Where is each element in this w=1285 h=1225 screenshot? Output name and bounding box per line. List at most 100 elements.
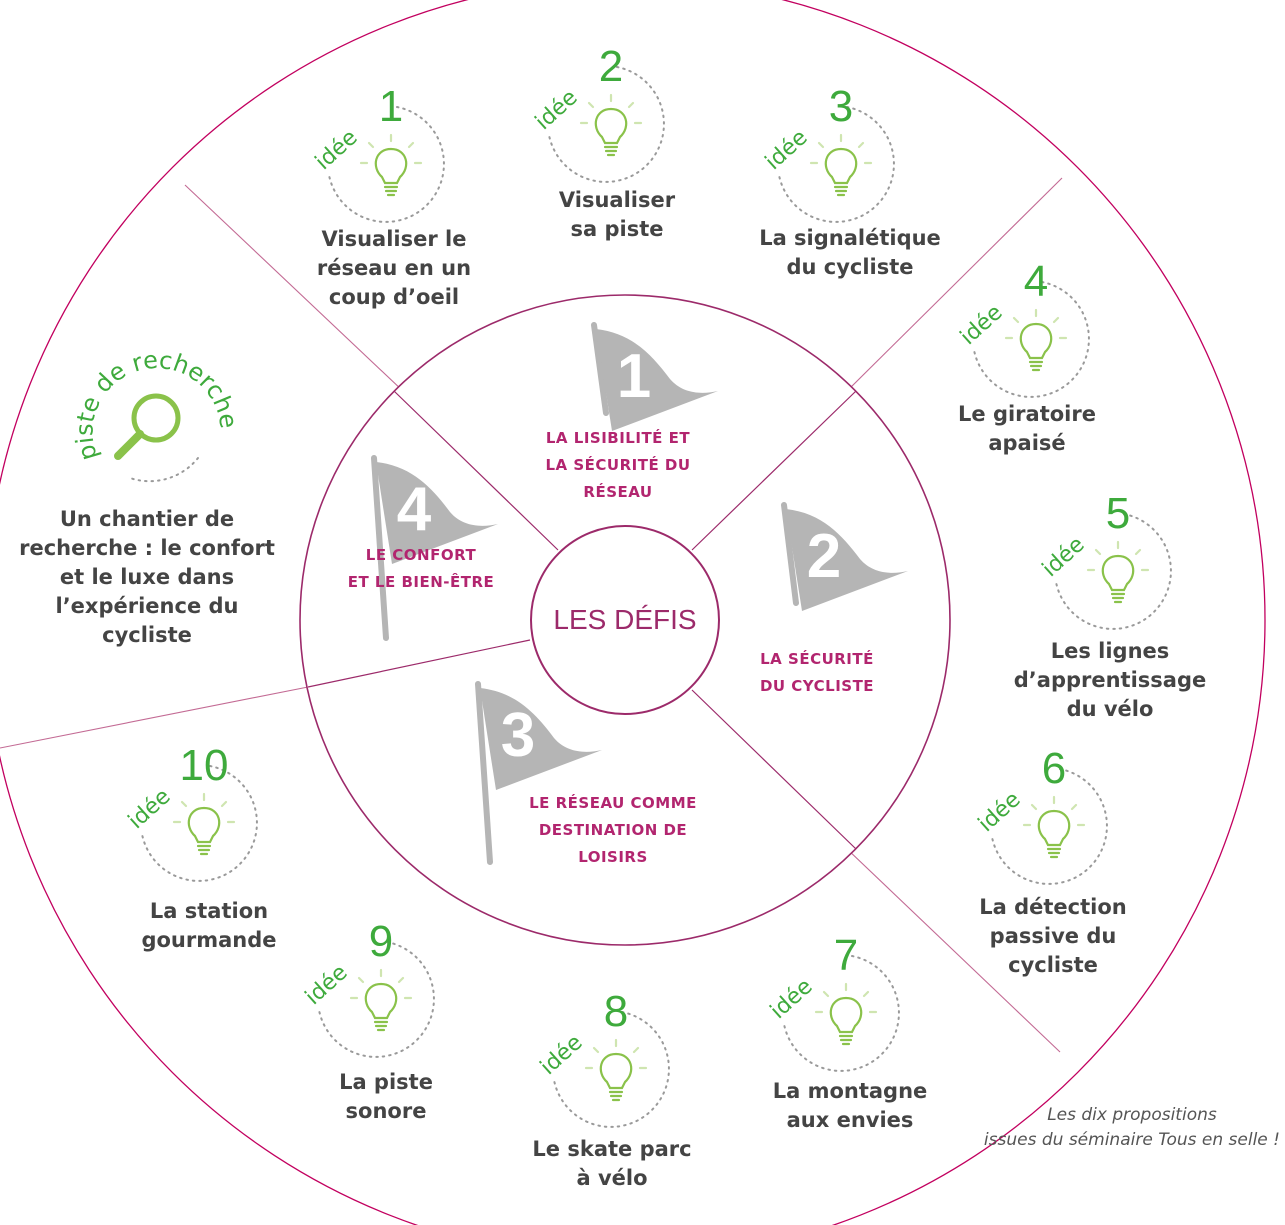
idea-label-line: à vélo [576, 1166, 648, 1190]
idea-label-line: La signalétique [759, 226, 941, 250]
idea-2-label: Visualiser sa piste [559, 186, 675, 244]
flag-pole [371, 455, 389, 641]
dotted-circle [141, 765, 258, 882]
caption-line: issues du séminaire Tous en selle ! [983, 1130, 1280, 1150]
defi-number: 4 [397, 475, 432, 544]
idea-label-line: coup d’oeil [328, 285, 460, 309]
flag-pennant [480, 688, 602, 790]
dotted-circle [778, 106, 895, 223]
defi-label-line: DESTINATION DE [538, 821, 688, 839]
idea-label-line: La station [149, 899, 269, 923]
dotted-circle [318, 941, 435, 1058]
idea-label-line: Visualiser [558, 188, 676, 212]
idea-6-label: La détection passive du cycliste [979, 893, 1126, 980]
idea-4-label: Le giratoire apaisé [958, 400, 1096, 458]
flag-pole [591, 322, 609, 416]
dotted-circle [328, 106, 445, 223]
idea-number: 8 [604, 987, 628, 1036]
defi-label-1: LA LISIBILITÉ ET LA SÉCURITÉ DU RÉSEAU [545, 425, 690, 506]
idea-number: 5 [1106, 489, 1130, 538]
idea-7-label: La montagne aux envies [773, 1077, 928, 1135]
dotted-circle [783, 955, 900, 1072]
idea-label-line: aux envies [786, 1108, 914, 1132]
idea-10-label: La station gourmande [141, 897, 276, 955]
idea-number: 1 [379, 82, 403, 131]
defi-label-line: LOISIRS [578, 848, 648, 866]
flag-pole [475, 681, 493, 865]
idea-label-line: La montagne [772, 1079, 928, 1103]
research-label-line: l’expérience du [55, 594, 239, 618]
idea-label-line: gourmande [141, 928, 277, 952]
idea-1-label: Visualiser le réseau en un coup d’oeil [317, 225, 471, 312]
lightbulb-icon [1004, 308, 1068, 372]
defi-number: 3 [501, 701, 535, 770]
idea-3-label: La signalétique du cycliste [759, 224, 941, 282]
inner-dividers [307, 390, 857, 850]
lightbulb-icon [1022, 795, 1086, 859]
dotted-circle [548, 66, 665, 183]
idea-label-line: sonore [345, 1099, 427, 1123]
magnifier-icon [114, 393, 181, 460]
idea-label-line: sa piste [570, 217, 664, 241]
defi-number: 2 [807, 522, 841, 591]
defi-flag-2: 2 [781, 502, 908, 611]
lightbulb-icon [359, 133, 423, 197]
research-label: Un chantier de recherche : le confort et… [19, 505, 275, 650]
flag-pole [781, 502, 799, 606]
idea-label-line: passive du [989, 924, 1117, 948]
caption-line: Les dix propositions [1047, 1105, 1217, 1125]
defi-flag-4: 4 [371, 455, 498, 641]
idea-number: 2 [599, 42, 623, 91]
research-label-line: Un chantier de [59, 507, 235, 531]
defi-label-line: LE CONFORT [365, 546, 477, 564]
idea-label-line: réseau en un [316, 256, 472, 280]
idea-label-line: du cycliste [786, 255, 914, 279]
dotted-circle [1055, 513, 1172, 630]
lightbulb-icon [814, 982, 878, 1046]
lightbulb-icon [579, 93, 643, 157]
idea-label-line: cycliste [1008, 953, 1098, 977]
center-title: LES DÉFIS [553, 604, 697, 635]
lightbulb-icon [1086, 540, 1150, 604]
idea-number: 7 [834, 931, 858, 980]
lightbulb-icon [584, 1038, 648, 1102]
idea-label-line: La piste [339, 1070, 433, 1094]
defi-label-line: LE RÉSEAU COMME [529, 794, 697, 812]
defi-flag-3: 3 [475, 681, 602, 865]
idea-label-line: apaisé [988, 431, 1066, 455]
defi-flag-1: 1 [591, 322, 718, 431]
lightbulb-icon [809, 133, 873, 197]
center-circle [530, 525, 720, 715]
idea-number: 4 [1024, 257, 1048, 306]
flag-pennant [376, 462, 498, 564]
dotted-circle [973, 281, 1090, 398]
research-label-line: cycliste [102, 623, 192, 647]
idea-number: 10 [180, 741, 229, 790]
outer-dividers [0, 177, 1063, 1053]
flag-pennant [786, 509, 908, 611]
research-label-line: recherche : le confort [19, 536, 275, 560]
idea-number: 3 [829, 82, 853, 131]
defi-label-4: LE CONFORT ET LE BIEN-ÊTRE [348, 542, 495, 596]
idea-8-label: Le skate parc à vélo [532, 1135, 691, 1193]
idea-label-line: d’apprentissage [1013, 668, 1207, 692]
research-label-line: et le luxe dans [59, 565, 235, 589]
idea-9-label: La piste sonore [339, 1068, 433, 1126]
defi-label-line: LA LISIBILITÉ ET [545, 429, 691, 447]
defi-label-line: RÉSEAU [583, 483, 653, 501]
lightbulb-icon [349, 968, 413, 1032]
dotted-circle [553, 1011, 670, 1128]
idea-label-line: La détection [979, 895, 1127, 919]
flags: 1 2 3 4 [371, 322, 908, 865]
idea-label-line: Visualiser le [321, 227, 467, 251]
lightbulb-icon [172, 792, 236, 856]
defi-label-line: LA SÉCURITÉ DU [545, 456, 691, 474]
defi-label-2: LA SÉCURITÉ DU CYCLISTE [760, 646, 874, 700]
idea-label-line: Le giratoire [958, 402, 1096, 426]
idea-label-line: Le skate parc [532, 1137, 692, 1161]
defi-label-3: LE RÉSEAU COMME DESTINATION DE LOISIRS [529, 790, 697, 871]
dotted-circle [991, 768, 1108, 885]
